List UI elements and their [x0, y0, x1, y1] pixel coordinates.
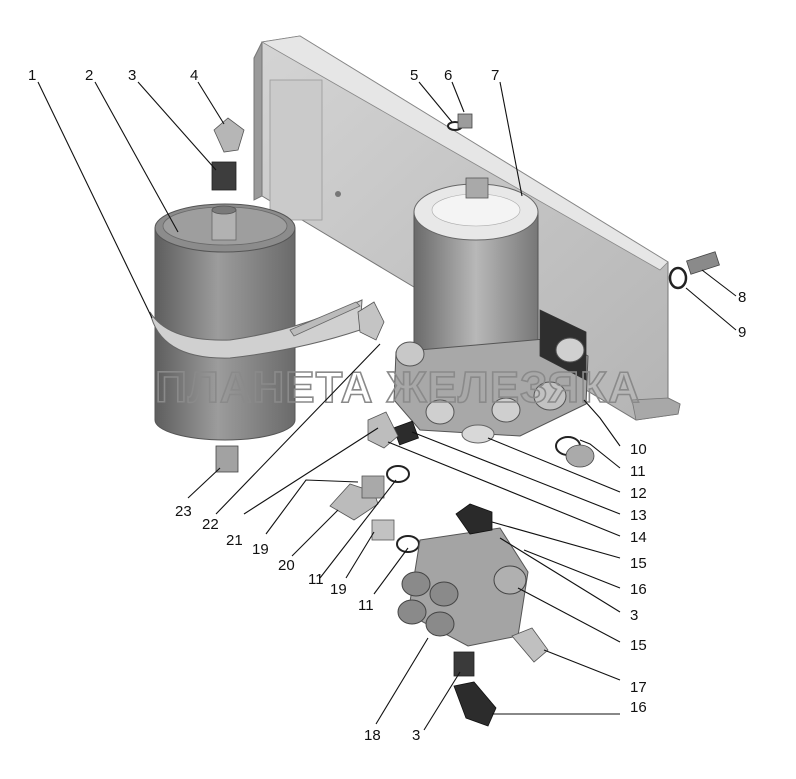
callout-5: 5: [410, 67, 418, 84]
callout-labels: 1 2 3 4 5 6 7 8 9 10 11 12 13 14 15 16 3…: [28, 67, 746, 744]
dryer-valve-body: [393, 309, 589, 444]
callout-19: 19: [330, 581, 347, 598]
callout-2: 2: [85, 67, 93, 84]
callout-15: 15: [630, 555, 647, 572]
callout-16: 16: [630, 699, 647, 716]
callout-13: 13: [630, 507, 647, 524]
callout-4: 4: [190, 67, 198, 84]
callout-3: 3: [630, 607, 638, 624]
air-dryer-canister: [413, 177, 539, 373]
callout-6: 6: [444, 67, 452, 84]
callout-3: 3: [128, 67, 136, 84]
callout-14: 14: [630, 529, 647, 546]
callout-18: 18: [364, 727, 381, 744]
callout-19: 19: [252, 541, 269, 558]
callout-21: 21: [226, 532, 243, 549]
callout-11: 11: [630, 463, 646, 480]
callout-22: 22: [202, 516, 219, 533]
callout-3: 3: [412, 727, 420, 744]
callout-10: 10: [630, 441, 647, 458]
protection-valve: [397, 503, 549, 727]
fittings-group: [211, 113, 720, 553]
callout-11: 11: [308, 571, 324, 588]
callout-8: 8: [738, 289, 746, 306]
callout-20: 20: [278, 557, 295, 574]
callout-16: 16: [630, 581, 647, 598]
callout-9: 9: [738, 324, 746, 341]
receiver-cylinder: [154, 203, 296, 441]
callout-1: 1: [28, 67, 36, 84]
leader-lines: [37, 81, 737, 731]
watermark-text: ПЛАНЕТА ЖЕЛЕЗЯКА: [155, 363, 641, 412]
callout-23: 23: [175, 503, 192, 520]
callout-15: 15: [630, 637, 647, 654]
callout-11: 11: [358, 597, 374, 614]
callout-12: 12: [630, 485, 647, 502]
callout-17: 17: [630, 679, 647, 696]
callout-7: 7: [491, 67, 499, 84]
